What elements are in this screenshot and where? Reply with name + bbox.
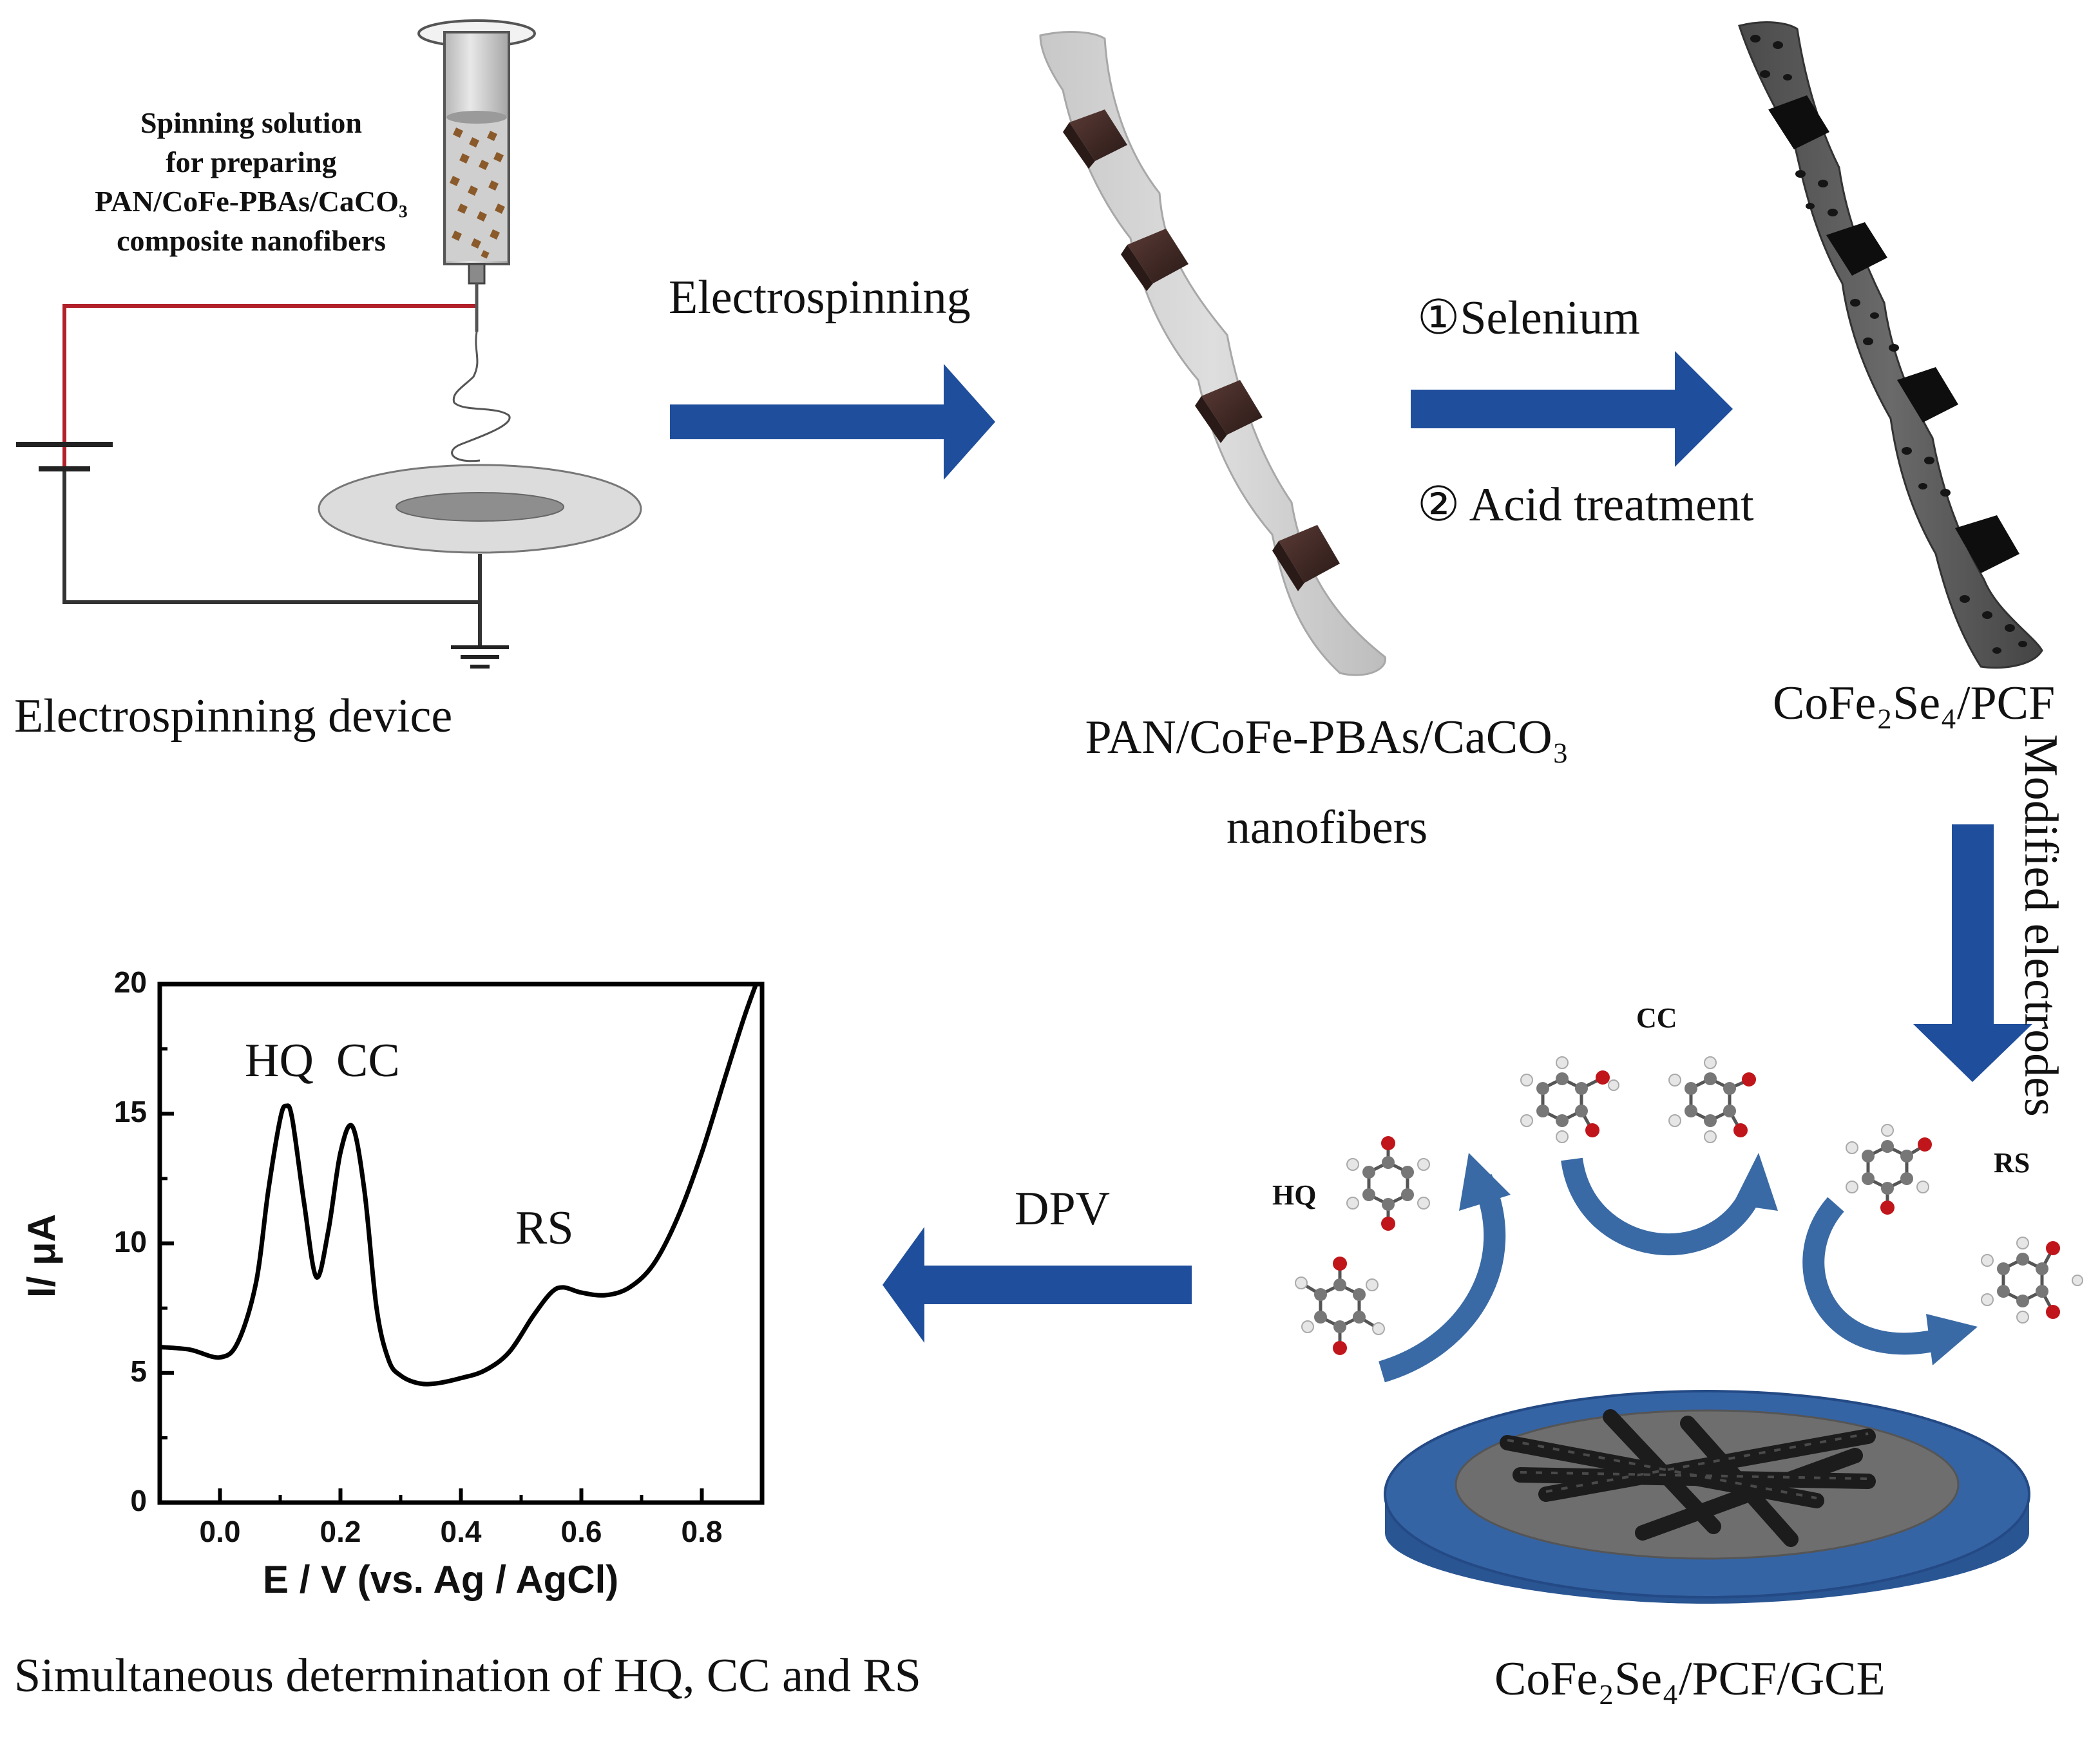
dpv-arrow <box>883 1227 1192 1343</box>
x-axis-title: E / V (vs. Ag / AgCl) <box>263 1558 619 1601</box>
modified-electrodes-label: Modified electrodes <box>2014 734 2067 1117</box>
acid-treatment-label: ② Acid treatment <box>1417 479 1754 531</box>
peak-label-hq: HQ <box>245 1034 314 1087</box>
cofe-pba-cube-4 <box>1272 525 1340 591</box>
cofe-pba-cube-2 <box>1121 229 1188 291</box>
pan-cofe-pbas-caco3-fiber <box>1039 31 1386 676</box>
solution-particles <box>450 128 505 259</box>
y-tick-label-3: 15 <box>113 1095 147 1129</box>
x-tick-label-3: 0.6 <box>560 1515 602 1548</box>
y-tick-label-4: 20 <box>113 965 147 999</box>
modified-electrodes-arrow <box>1913 824 2032 1082</box>
polymer-jet <box>451 331 511 462</box>
cc-curved-arrow <box>1561 1157 1762 1256</box>
o-benzoquinone-molecule <box>1689 1077 1748 1130</box>
electrospinning-device <box>16 19 642 669</box>
selenide-cube-2 <box>1826 222 1887 276</box>
cc-molecule-label: CC <box>1636 1002 1677 1034</box>
hq-curved-arrow <box>1379 1173 1506 1383</box>
solution-label-line4: composite nanofibers <box>117 224 386 257</box>
y-tick-label-1: 5 <box>130 1354 147 1388</box>
result-caption: Simultaneous determination of HQ, CC and… <box>14 1649 921 1702</box>
peak-label-cc: CC <box>336 1034 400 1087</box>
rs-molecule-label: RS <box>1994 1147 2030 1179</box>
selenide-cube-3 <box>1897 367 1958 422</box>
fiber1-caption-line1: PAN/CoFe-PBAs/CaCO₃ <box>1085 711 1569 764</box>
solution-label-line2: for preparing <box>166 146 337 178</box>
pores <box>1750 35 2027 654</box>
collector-center <box>396 492 564 522</box>
y-tick-label-0: 0 <box>130 1484 147 1517</box>
fiber1-caption: PAN/CoFe-PBAs/CaCO₃ nanofibers <box>1005 692 1649 873</box>
resorcinol-molecule <box>1866 1144 1924 1206</box>
x-tick-label-4: 0.8 <box>681 1515 723 1548</box>
solution-label-line3: PAN/CoFe-PBAs/CaCO₃ <box>95 185 408 218</box>
x-tick-label-2: 0.4 <box>440 1515 482 1548</box>
selenium-label: ①Selenium <box>1417 292 1640 345</box>
selenide-cube-1 <box>1768 95 1829 149</box>
fiber-network <box>1500 1409 1876 1547</box>
rs-curved-arrow <box>1802 1197 1942 1355</box>
hydroquinone-molecule <box>1303 1266 1377 1346</box>
ground-icon <box>451 645 509 669</box>
x-tick-label-0: 0.0 <box>199 1515 241 1548</box>
device-caption: Electrospinning device <box>14 690 453 743</box>
catechol-molecule <box>1541 1077 1602 1130</box>
peak-label-rs: RS <box>515 1202 574 1255</box>
y-axis-title: I/ μA <box>20 1213 63 1298</box>
electrode-scene <box>1295 1056 2083 1604</box>
selenium-acid-arrow <box>1411 351 1733 467</box>
syringe-nozzle <box>468 263 486 285</box>
ground-wire <box>62 470 480 604</box>
spinning-solution-label: Spinning solution for preparing PAN/CoFe… <box>58 103 444 260</box>
chart-ticks <box>160 982 704 1504</box>
hq-molecule-label: HQ <box>1272 1179 1317 1211</box>
y-tick-label-2: 10 <box>113 1224 147 1258</box>
solution-label-line1: Spinning solution <box>140 106 362 139</box>
cofe-pba-cube-3 <box>1195 380 1263 443</box>
fiber-network-highlights <box>1507 1432 1869 1499</box>
positive-wire <box>62 304 477 489</box>
fiber2-caption: CoFe₂Se₄/PCF <box>1773 677 2056 730</box>
dpv-curve <box>159 983 758 1387</box>
x-tick-label-1: 0.2 <box>320 1515 361 1548</box>
dpv-label: DPV <box>1015 1182 1111 1235</box>
electrode-caption: CoFe₂Se₄/PCF/GCE <box>1494 1653 1885 1705</box>
cofe2se4-pcf-fiber <box>1738 21 2043 669</box>
fiber1-caption-line2: nanofibers <box>1226 801 1428 854</box>
electrospinning-label: Electrospinning <box>669 271 971 324</box>
electrospinning-arrow <box>670 364 995 480</box>
selenide-cube-4 <box>1955 515 2019 573</box>
cofe-pba-cube-1 <box>1063 109 1127 169</box>
dpv-chart <box>157 982 765 1505</box>
